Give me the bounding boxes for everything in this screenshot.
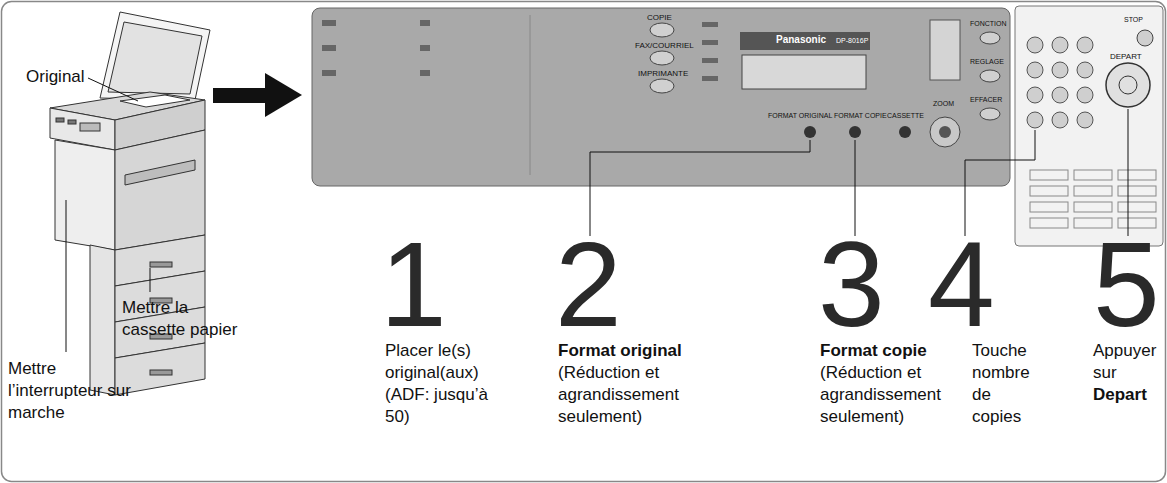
panel-key-label: ZOOM xyxy=(933,100,954,108)
keypad-panel xyxy=(1015,6,1163,246)
panel-key-label: FORMAT ORIGINAL xyxy=(768,112,832,120)
step-text: (Réduction et agrandissement seulement) xyxy=(820,362,950,428)
panel-key-label: EFFACER xyxy=(970,96,1002,104)
step-number: 4 xyxy=(928,224,995,344)
part-label: Mettre la cassette papier xyxy=(122,297,247,341)
panel-key-label: FAX/COURRIEL xyxy=(635,41,694,51)
panel-key-label: IMPRIMANTE xyxy=(638,69,688,79)
step-title: Depart xyxy=(1093,384,1147,406)
panel-key-label: STOP xyxy=(1124,16,1143,24)
model-name: DP-8016P xyxy=(836,37,868,45)
control-panel xyxy=(312,8,1010,186)
step-text: Placer le(s) original(aux) (ADF: jusqu’à… xyxy=(385,340,491,428)
part-label: Mettre l’interrupteur sur marche xyxy=(8,358,148,424)
step-number: 5 xyxy=(1093,224,1160,344)
big-arrow xyxy=(213,73,302,117)
step-text: (Réduction et agrandissement seulement) xyxy=(558,362,688,428)
step-title: Format original xyxy=(558,340,708,362)
brand-name: Panasonic xyxy=(776,34,826,46)
step-number: 1 xyxy=(380,224,447,344)
panel-key-label: COPIE xyxy=(647,13,672,23)
step-text: Appuyer sur xyxy=(1093,340,1161,384)
panel-key-label: FONCTION xyxy=(970,20,1007,28)
step-leader-lines xyxy=(590,109,1128,236)
panel-key-label: DEPART xyxy=(1110,52,1142,62)
step-number: 2 xyxy=(555,224,622,344)
step-number: 3 xyxy=(818,224,885,344)
part-label: Original xyxy=(26,66,85,88)
panel-key-label: FORMAT COPIE xyxy=(834,112,887,120)
panel-key-label: CASSETTE xyxy=(887,112,924,120)
step-text: Touche nombre de copies xyxy=(972,340,1038,428)
panel-key-label: REGLAGE xyxy=(970,58,1004,66)
